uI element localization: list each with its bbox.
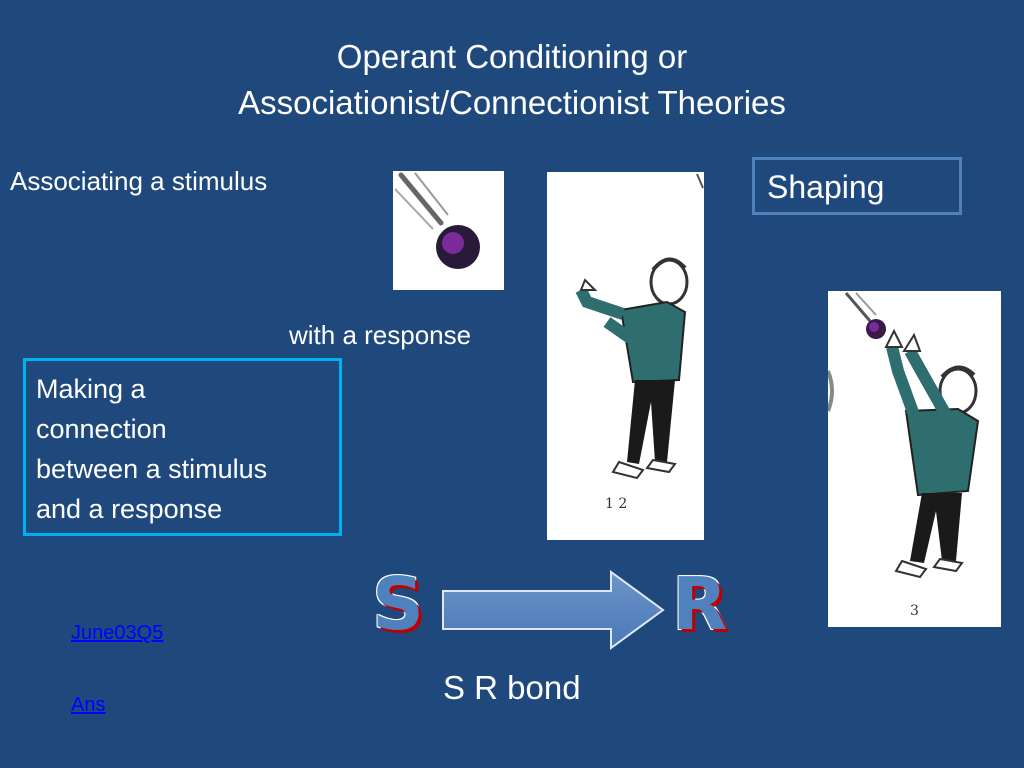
- connection-line-3: between a stimulus: [36, 454, 268, 484]
- june03q5-link[interactable]: June03Q5: [71, 622, 164, 644]
- man2-figure-number: 3: [910, 603, 919, 619]
- stimulus-letter: S: [372, 562, 424, 646]
- slide-title: Operant Conditioning or Associationist/C…: [0, 34, 1024, 126]
- right-arrow-icon: [441, 570, 667, 650]
- connection-line-1: Making a: [36, 374, 146, 404]
- connection-line-4: and a response: [36, 494, 223, 524]
- ans-link[interactable]: Ans: [71, 694, 106, 716]
- title-line-1: Operant Conditioning or: [336, 38, 688, 75]
- title-line-2: Associationist/Connectionist Theories: [238, 84, 786, 121]
- man-illustration-2: 3: [826, 292, 980, 619]
- connection-line-2: connection: [36, 414, 167, 444]
- associating-stimulus-text: Associating a stimulus: [10, 166, 268, 196]
- man-illustration-1: 1 2: [575, 173, 704, 512]
- falling-ball-image: [393, 171, 504, 290]
- man-catching-image-1: 1 2: [547, 172, 704, 540]
- response-letter: R: [672, 562, 728, 646]
- with-response-text: with a response: [289, 320, 472, 350]
- man-catching-image-2: 3: [826, 291, 1001, 627]
- ball-illustration: [394, 172, 480, 269]
- connection-definition-box: Making a connection between a stimulus a…: [23, 358, 342, 536]
- sr-bond-label: S R bond: [443, 669, 581, 706]
- shaping-box: Shaping: [752, 157, 962, 215]
- man1-figure-numbers: 1 2: [605, 496, 627, 512]
- shaping-label: Shaping: [767, 169, 885, 205]
